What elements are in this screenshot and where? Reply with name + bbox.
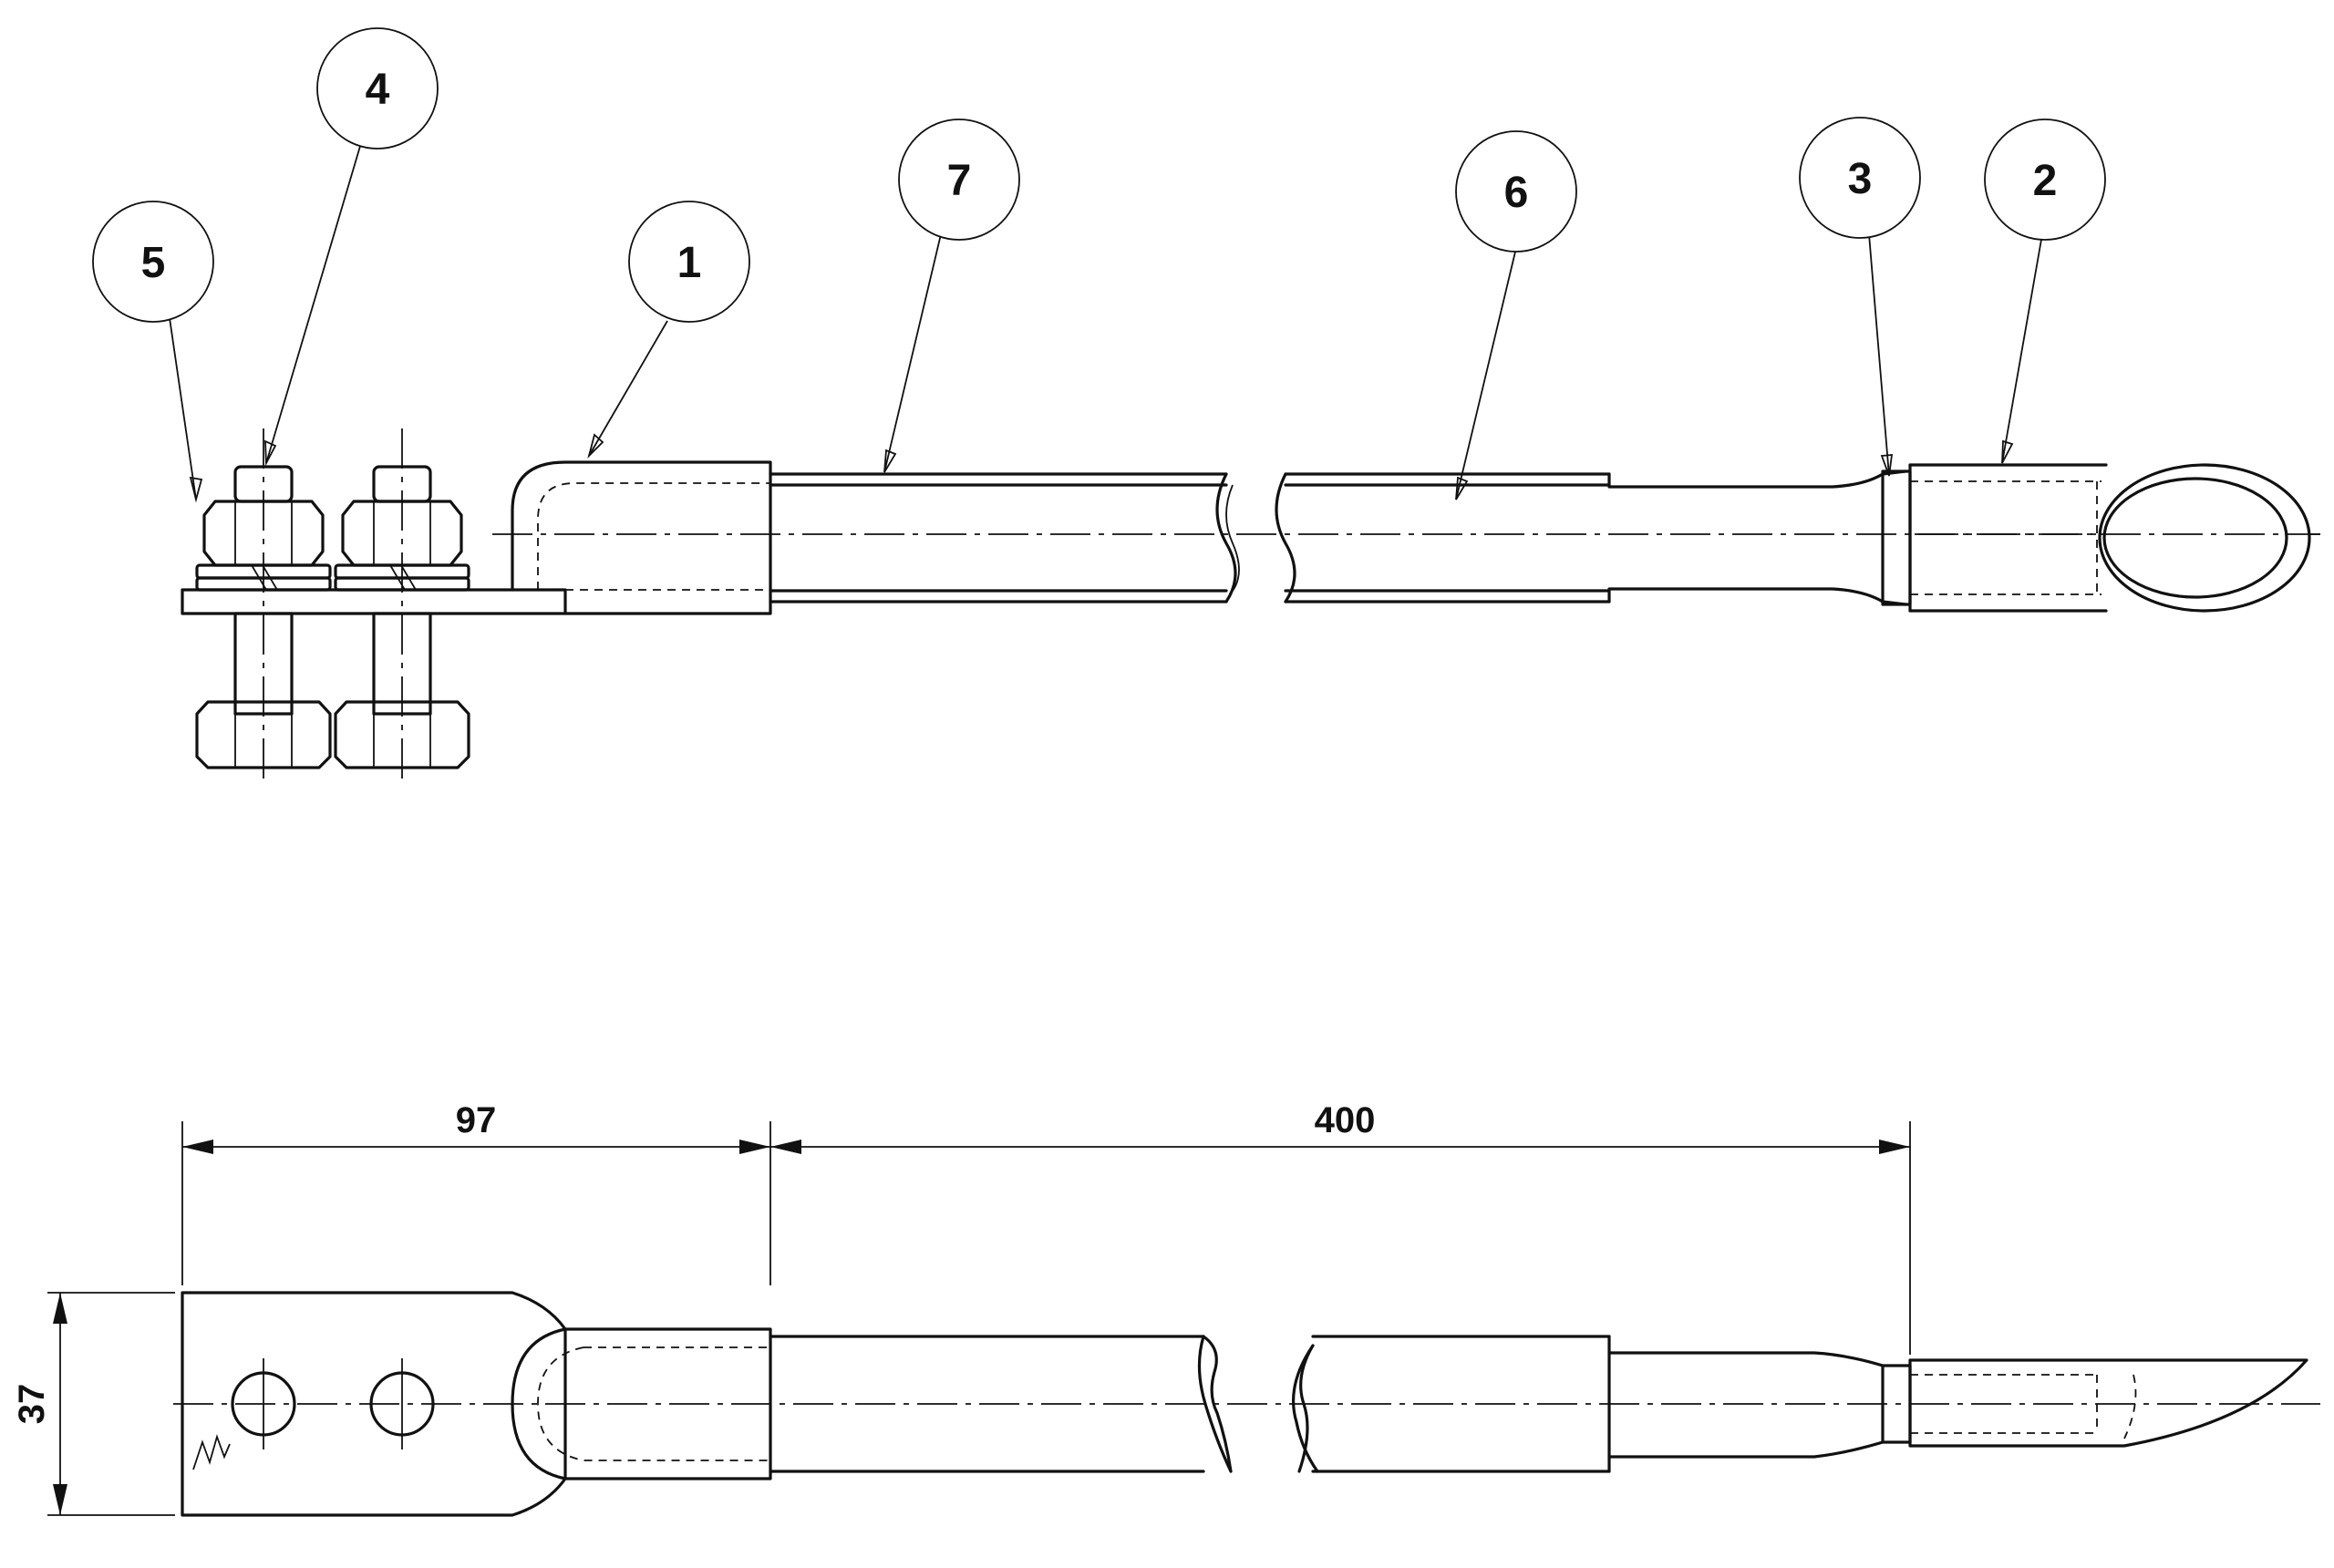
callout-1: 1	[628, 201, 750, 323]
callout-7-label: 7	[947, 157, 972, 205]
callout-2-label: 2	[2033, 157, 2058, 205]
dimensions: 97 400 37	[12, 1100, 1911, 1516]
callout-6: 6	[1455, 130, 1577, 253]
electrode-tip-plan	[1908, 1358, 2308, 1448]
conductor-rod	[1607, 469, 1907, 489]
dim-400-text: 400	[1315, 1100, 1376, 1140]
callout-1-label: 1	[677, 239, 702, 287]
callout-7: 7	[898, 119, 1020, 241]
leader-lines	[168, 142, 2043, 503]
callout-5: 5	[92, 201, 214, 323]
sleeve-right	[1275, 472, 1611, 603]
electrode-cup	[1908, 463, 2311, 613]
terminal-barrel	[511, 460, 772, 615]
callout-2: 2	[1984, 119, 2106, 241]
dim-97-text: 97	[456, 1100, 497, 1140]
callout-4-label: 4	[366, 66, 390, 114]
callout-5-label: 5	[141, 239, 166, 287]
maker-mark	[192, 1434, 231, 1470]
callout-3: 3	[1799, 117, 1921, 239]
callout-4: 4	[316, 27, 439, 150]
bolt-left	[195, 428, 332, 784]
side-view	[181, 428, 2320, 784]
terminal-plate	[181, 588, 567, 615]
sleeve-left	[769, 472, 1240, 603]
bolt-right	[334, 428, 470, 784]
plan-view	[173, 1291, 2320, 1517]
dim-37-text: 37	[12, 1384, 52, 1425]
callout-3-label: 3	[1848, 155, 1873, 203]
callout-6-label: 6	[1504, 169, 1529, 217]
